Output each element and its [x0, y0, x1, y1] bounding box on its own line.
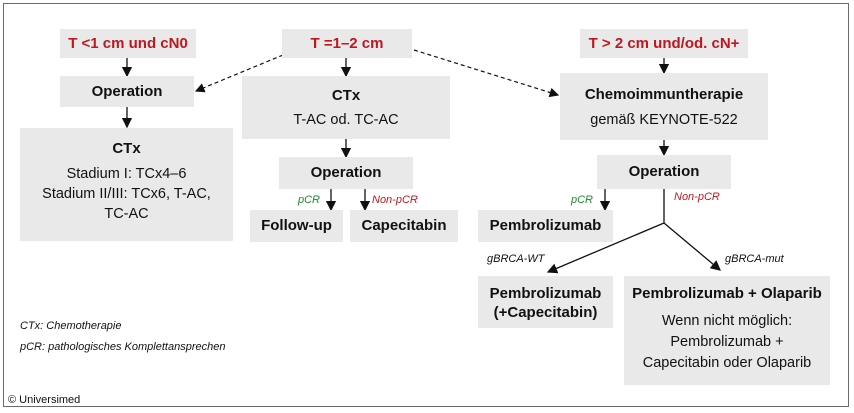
right-nonpcr-label: Non-pCR [674, 191, 720, 203]
pembro-olaparib-title: Pembrolizumab + Olaparib [632, 285, 822, 302]
capecitabin-text: Capecitabin [361, 217, 447, 234]
chemo-sub: gemäß KEYNOTE-522 [590, 112, 738, 128]
pembro-cape-box: Pembrolizumab (+Capecitabin) [478, 276, 613, 328]
middle-ctx-title: CTx [331, 87, 361, 104]
alt-line3: Capecitabin oder Olaparib [642, 355, 812, 371]
middle-ctx-box: CTx T-AC od. TC-AC [242, 76, 450, 139]
criterion-large: T > 2 cm und/od. cN+ [580, 29, 748, 58]
chemo-box: Chemoimmuntherapie gemäß KEYNOTE-522 [560, 73, 768, 140]
alt-line2: Pembrolizumab + [670, 334, 784, 350]
middle-operation-text: Operation [310, 164, 382, 181]
left-ctx-line3: TC-AC [104, 206, 149, 222]
middle-nonpcr-label: Non-pCR [372, 194, 418, 206]
left-operation-box: Operation [60, 76, 194, 107]
criterion-small-text: T <1 cm und cN0 [68, 35, 188, 52]
arrow-gbrca-wt [546, 222, 665, 274]
left-ctx-box: CTx Stadium I: TCx4–6 Stadium II/III: TC… [20, 128, 233, 241]
arrow-gbrca-mut [663, 222, 721, 271]
gbrca-wt-label: gBRCA-WT [487, 253, 545, 265]
chemo-title: Chemoimmuntherapie [584, 86, 744, 103]
alt-line1: Wenn nicht möglich: [661, 313, 793, 329]
pembro-olaparib-box: Pembrolizumab + Olaparib Wenn nicht mögl… [624, 276, 830, 385]
left-operation-text: Operation [91, 83, 163, 100]
left-ctx-title: CTx [112, 140, 141, 157]
right-pcr-label: pCR [571, 194, 594, 206]
middle-ctx-sub: T-AC od. TC-AC [293, 112, 399, 128]
right-operation-text: Operation [628, 163, 700, 180]
criterion-mid-text: T =1–2 cm [310, 35, 384, 52]
pembro-text: Pembrolizumab [489, 217, 602, 234]
criterion-mid: T =1–2 cm [282, 29, 412, 58]
middle-pcr-label: pCR [298, 194, 321, 206]
criterion-small: T <1 cm und cN0 [60, 29, 196, 58]
footnote-pcr: pCR: pathologisches Komplettansprechen [20, 341, 226, 353]
pembro-cape-line2: (+Capecitabin) [493, 304, 598, 321]
followup-box: Follow-up [250, 210, 343, 242]
capecitabin-box: Capecitabin [350, 210, 458, 242]
left-ctx-line1: Stadium I: TCx4–6 [66, 166, 187, 182]
right-operation-box: Operation [597, 155, 731, 189]
footnote-ctx: CTx: Chemotherapie [20, 320, 122, 332]
criterion-large-text: T > 2 cm und/od. cN+ [588, 35, 740, 52]
copyright-text: © Universimed [8, 394, 81, 406]
diagram-frame [3, 3, 849, 407]
left-ctx-line2: Stadium II/III: TCx6, T-AC, [42, 186, 211, 202]
middle-operation-box: Operation [279, 157, 413, 189]
followup-text: Follow-up [261, 217, 332, 234]
pembro-box: Pembrolizumab [478, 210, 613, 242]
gbrca-mut-label: gBRCA-mut [725, 253, 784, 265]
dashed-arrow-to-left-operation [194, 54, 284, 93]
pembro-cape-line1: Pembrolizumab [489, 285, 602, 302]
